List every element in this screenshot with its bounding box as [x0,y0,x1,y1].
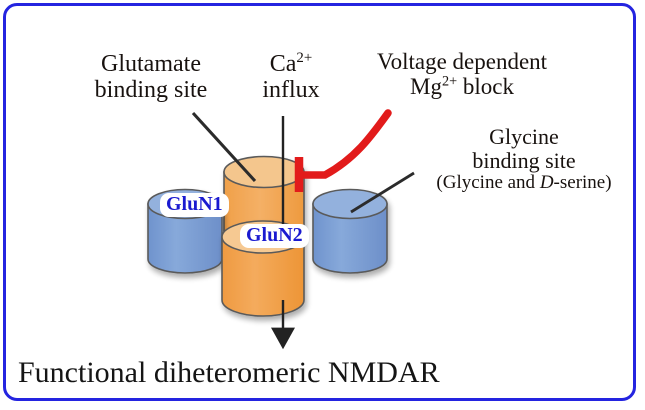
mg-label-line2: Mg2+ block [340,73,584,100]
magnesium-charge: 2+ [441,73,458,90]
glycine-label-line1: Glycine [489,124,559,149]
glycine-label-line3: (Glycine and D-serine) [408,171,640,194]
glycine-label-line2: binding site [472,147,576,173]
calcium-ion-symbol: Ca [269,51,297,77]
mg-label-line1: Voltage dependent [376,49,548,74]
calcium-ion-line: Ca2+ [240,50,342,78]
magnesium-block-word: block [462,73,514,99]
glycine-leader-line [350,171,415,214]
glutamate-label-line2: binding site [94,76,208,103]
glycine-binding-site-label: Glycine binding site (Glycine and D-seri… [408,125,640,193]
magnesium-block-label: Voltage dependent Mg2+ block [340,49,584,100]
glycine-paren-open: (Glycine and [436,171,540,193]
magnesium-ion-symbol: Mg [410,73,442,99]
glycine-paren-close: -serine) [553,171,612,193]
subunit-label-glun1: GluN1 [160,193,229,217]
calcium-influx-label: Ca2+ influx [240,50,342,104]
calcium-charge: 2+ [296,50,313,66]
glutamate-label-line1: Glutamate [101,51,201,77]
subunit-label-glun2: GluN2 [240,224,309,248]
glutamate-binding-site-label: Glutamate binding site [66,51,236,104]
d-serine-italic-d: D [539,171,554,193]
mg-block-curve [296,109,392,179]
figure-caption: Functional diheteromeric NMDAR [18,356,440,389]
calcium-influx-word: influx [262,76,320,103]
subunit-glun1-right [312,188,388,274]
glutamate-leader-line [191,111,257,183]
